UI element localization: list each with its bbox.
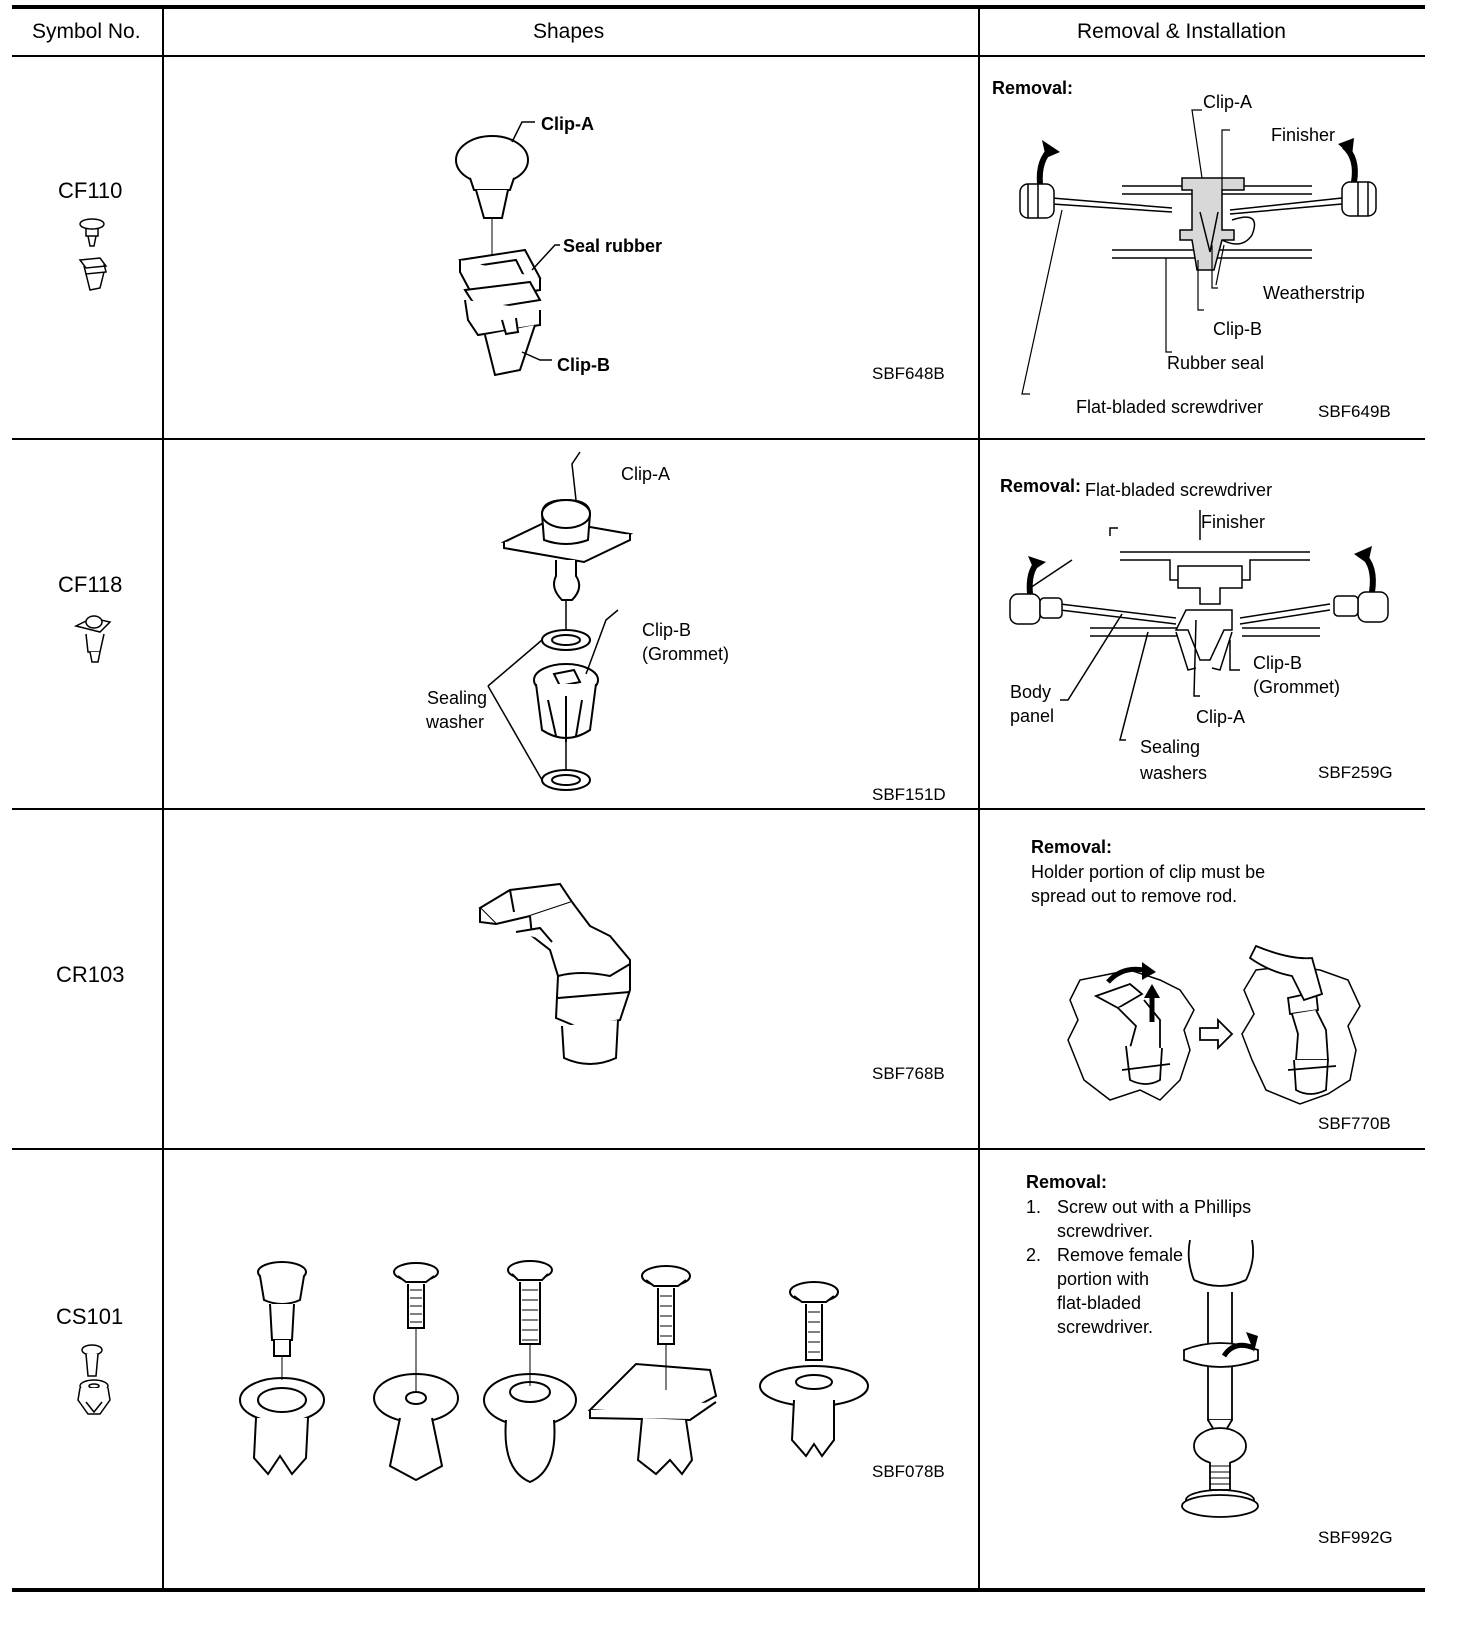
cr103-removal-line-1: Holder portion of clip must be	[1031, 862, 1266, 882]
cf110-seal-rubber-label: Seal rubber	[563, 236, 663, 256]
cf110-clip-a-label: Clip-A	[541, 114, 594, 134]
cf118-removal-clip-b-label: Clip-B	[1253, 653, 1303, 673]
symbol-cs101: CS101	[56, 1304, 124, 1329]
cf110-removal-clip-b-label: Clip-B	[1213, 319, 1263, 339]
cr103-removal-line-2: spread out to remove rod.	[1031, 886, 1238, 906]
cs101-step-1-line-2: screwdriver.	[1057, 1221, 1154, 1241]
cf118-removal-illustration	[1000, 500, 1400, 780]
column-divider-1	[162, 5, 164, 1592]
cs101-step-2-line-3: flat-bladed	[1057, 1293, 1142, 1313]
cs101-shape-illustration	[230, 1260, 910, 1500]
cs101-step-2-num: 2.	[1026, 1245, 1042, 1265]
cs101-step-2-line-4: screwdriver.	[1057, 1317, 1154, 1337]
header-shapes: Shapes	[533, 20, 605, 43]
cr103-removal-code: SBF770B	[1318, 1114, 1391, 1133]
cf110-removal-weatherstrip-label: Weatherstrip	[1263, 283, 1365, 303]
cf118-symbol-icon	[70, 612, 120, 672]
cf118-removal-washers-label: washers	[1140, 763, 1208, 783]
cf110-shape-illustration	[440, 120, 700, 390]
cf110-removal-title: Removal:	[992, 78, 1074, 98]
cf118-removal-clip-a-label: Clip-A	[1196, 707, 1246, 727]
cf118-removal-sealing-label: Sealing	[1140, 737, 1201, 757]
cf110-removal-rubber-seal-label: Rubber seal	[1167, 353, 1265, 373]
cs101-step-2-line-1: Remove female	[1057, 1245, 1184, 1265]
cf110-symbol-icon	[70, 218, 120, 313]
cs101-removal-code: SBF992G	[1318, 1528, 1393, 1547]
cf110-removal-screwdriver-label: Flat-bladed screwdriver	[1076, 397, 1264, 417]
cr103-shape-code: SBF768B	[872, 1064, 945, 1083]
cf118-removal-body-label: Body	[1010, 682, 1052, 702]
cr103-removal-illustration	[1060, 930, 1380, 1120]
cs101-step-2-line-2: portion with	[1057, 1269, 1150, 1289]
cf118-shape-code: SBF151D	[872, 785, 946, 804]
cs101-symbol-icon	[72, 1342, 118, 1422]
symbol-cr103: CR103	[56, 962, 125, 987]
cf118-shape-illustration	[480, 460, 760, 800]
symbol-cf110: CF110	[58, 178, 123, 203]
cs101-removal-title: Removal:	[1026, 1172, 1108, 1192]
header-rule	[12, 55, 1425, 57]
cr103-shape-illustration	[480, 880, 670, 1080]
symbol-cf118: CF118	[58, 572, 123, 597]
bottom-rule	[12, 1588, 1425, 1592]
cf118-washer-label: washer	[426, 712, 485, 732]
cs101-step-1-line-1: Screw out with a Phillips	[1057, 1197, 1252, 1217]
cf118-grommet-label: (Grommet)	[642, 644, 729, 664]
cf118-sealing-label: Sealing	[427, 688, 488, 708]
row-rule-2	[12, 808, 1425, 810]
cf118-removal-screwdriver-label: Flat-bladed screwdriver	[1085, 480, 1273, 500]
header-symbol-no: Symbol No.	[32, 20, 141, 43]
cs101-removal-illustration	[1180, 1240, 1290, 1520]
cf110-shape-code: SBF648B	[872, 364, 945, 383]
cf110-clip-b-label: Clip-B	[557, 355, 610, 375]
header-removal-installation: Removal & Installation	[1077, 20, 1286, 43]
cf118-clip-a-label: Clip-A	[621, 464, 671, 484]
cs101-step-1-num: 1.	[1026, 1197, 1042, 1217]
cs101-shape-code: SBF078B	[872, 1462, 945, 1481]
top-rule	[12, 5, 1425, 9]
row-rule-3	[12, 1148, 1425, 1150]
cf118-removal-panel-label: panel	[1010, 706, 1055, 726]
cr103-removal-title: Removal:	[1031, 837, 1113, 857]
cf110-removal-finisher-label: Finisher	[1271, 125, 1336, 145]
cf118-removal-grommet-label: (Grommet)	[1253, 677, 1340, 697]
cf110-removal-clip-a-label: Clip-A	[1203, 92, 1253, 112]
cf118-removal-finisher-label: Finisher	[1201, 512, 1266, 532]
cf118-clip-b-label: Clip-B	[642, 620, 692, 640]
column-divider-2	[978, 5, 980, 1592]
cf118-removal-title: Removal:	[1000, 476, 1082, 496]
cf110-removal-illustration	[1012, 100, 1402, 420]
row-rule-1	[12, 438, 1425, 440]
cf110-removal-code: SBF649B	[1318, 402, 1391, 421]
cf118-removal-code: SBF259G	[1318, 763, 1393, 782]
